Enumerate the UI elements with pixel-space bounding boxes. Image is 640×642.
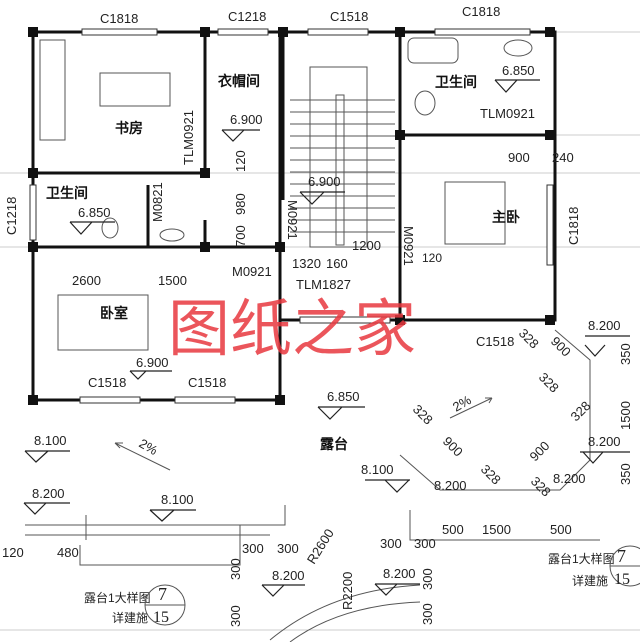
dimension: 1500: [158, 273, 187, 288]
room-labels: 书房 衣帽间 卫生间 卫生间 卧室 主卧 露台: [46, 73, 520, 452]
dimension: 300: [228, 605, 243, 627]
elevation: 6.900: [136, 355, 169, 370]
room-bedroom: 卧室: [100, 305, 128, 321]
elevation-marks: 6.900 6.900 6.900 6.850 6.850 6.850 8.10…: [23, 63, 630, 597]
window-label: C1818: [566, 207, 581, 245]
dimension: 1320: [292, 256, 321, 271]
door-label: M0821: [150, 182, 165, 222]
dimension: 350: [618, 343, 633, 365]
elevation: 8.200: [588, 434, 621, 449]
dimension: 120: [422, 251, 442, 265]
dimension: 1200: [352, 238, 381, 253]
detail-reference-left: 露台1大样图 详建施 7 15: [84, 584, 186, 626]
dimension: 300: [277, 541, 299, 556]
door-label: TLM0921: [181, 110, 196, 165]
dimension: 160: [326, 256, 348, 271]
dimension: 1500: [482, 522, 511, 537]
dimension: 480: [57, 545, 79, 560]
detail-reference-right: 露台1大样图 详建施 7 15: [548, 545, 640, 588]
dimension: 1500: [618, 401, 633, 430]
stairs: [290, 66, 395, 248]
svg-text:7: 7: [617, 546, 626, 566]
elevation: 6.850: [78, 205, 111, 220]
dimension: 328: [528, 474, 554, 500]
dimension: 980: [233, 193, 248, 215]
svg-text:7: 7: [158, 584, 167, 604]
door-label: M0921: [232, 264, 272, 279]
door-label: TLM1827: [296, 277, 351, 292]
room-bath-left: 卫生间: [46, 185, 88, 201]
walls: [28, 27, 557, 405]
elevation: 8.100: [161, 492, 194, 507]
elevation: 8.200: [553, 471, 586, 486]
dimension: 350: [618, 463, 633, 485]
elevation: 6.900: [230, 112, 263, 127]
dimension: 240: [552, 150, 574, 165]
dimension: 300: [228, 558, 243, 580]
window-label: C1818: [462, 4, 500, 19]
dimension: 328: [516, 326, 542, 352]
svg-text:15: 15: [153, 609, 169, 626]
door-label: M0921: [285, 200, 300, 240]
svg-text:露台1大样图: 露台1大样图: [84, 590, 151, 605]
door-label: M0921: [401, 226, 416, 266]
elevation: 8.200: [588, 318, 621, 333]
dimension: 300: [242, 541, 264, 556]
elevation: 8.200: [383, 566, 416, 581]
window-labels: C1818 C1218 C1518 C1818 C1218 C1818 C151…: [4, 4, 581, 390]
room-study: 书房: [115, 120, 143, 136]
door-labels: TLM0921 M0821 M0921 M0921 TLM0921 M0921 …: [150, 106, 535, 292]
elevation: 6.850: [327, 389, 360, 404]
dimension: 300: [420, 603, 435, 625]
svg-text:详建施: 详建施: [572, 573, 608, 588]
dimension: 900: [548, 334, 574, 360]
room-master-bedroom: 主卧: [492, 209, 520, 225]
dimension: 120: [233, 150, 248, 172]
dimension: 300: [420, 568, 435, 590]
elevation: 6.900: [308, 174, 341, 189]
dimension: 900: [440, 434, 466, 460]
window-label: C1518: [476, 334, 514, 349]
room-terrace: 露台: [320, 436, 348, 452]
elevation: 8.200: [32, 486, 65, 501]
slope-label: 2%: [450, 392, 474, 415]
terrace-outline: [25, 329, 600, 642]
door-label: TLM0921: [480, 106, 535, 121]
dimension: 900: [527, 438, 553, 464]
window-label: C1518: [88, 375, 126, 390]
furniture: [39, 37, 533, 351]
svg-text:15: 15: [614, 571, 630, 588]
slope-marks: 2% 2%: [114, 392, 493, 471]
svg-text:详建施: 详建施: [112, 610, 148, 625]
dimension: 2600: [72, 273, 101, 288]
elevation: 8.100: [34, 433, 67, 448]
window-label: C1818: [100, 11, 138, 26]
window-openings: [29, 28, 554, 404]
dimension: R2600: [304, 526, 337, 566]
dimension: 328: [410, 402, 436, 428]
dimension: 500: [442, 522, 464, 537]
svg-text:露台1大样图: 露台1大样图: [548, 551, 615, 566]
watermark: 图纸之家: [168, 292, 416, 365]
dimension: 328: [536, 370, 562, 396]
dimension: 300: [414, 536, 436, 551]
room-bath-right: 卫生间: [435, 74, 477, 90]
dimension: 120: [2, 545, 24, 560]
dimension: 500: [550, 522, 572, 537]
dimension: 700: [233, 225, 248, 247]
room-cloakroom: 衣帽间: [218, 73, 260, 89]
elevation: 6.850: [502, 63, 535, 78]
elevation: 8.200: [434, 478, 467, 493]
window-label: C1518: [188, 375, 226, 390]
elevation: 8.200: [272, 568, 305, 583]
window-label: C1218: [228, 9, 266, 24]
dimension: 328: [478, 462, 504, 488]
window-label: C1518: [330, 9, 368, 24]
dimension: 900: [508, 150, 530, 165]
elevation: 8.100: [361, 462, 394, 477]
dimension: 300: [380, 536, 402, 551]
dimension: R2200: [340, 572, 355, 610]
window-label: C1218: [4, 197, 19, 235]
